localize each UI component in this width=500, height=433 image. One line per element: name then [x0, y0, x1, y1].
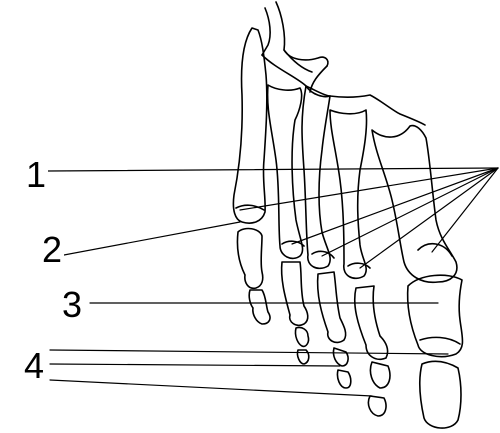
callout-label-3: 3 [60, 287, 84, 323]
first-ray [233, 28, 270, 324]
leader-line-1c [322, 168, 498, 256]
leader-line-1d [360, 168, 498, 268]
hallux-proximal-phalanx [237, 229, 262, 289]
tarsal-bones [262, 2, 425, 125]
third-distal-phalanx [337, 370, 350, 388]
fourth-distal-phalanx [368, 396, 386, 416]
leader-line-4b [50, 364, 340, 366]
fifth-proximal-phalanx [408, 275, 463, 356]
second-proximal-phalanx [282, 262, 308, 325]
fourth-middle-phalanx [370, 362, 390, 388]
fifth-distal-phalanx [420, 361, 461, 428]
fifth-ray [372, 126, 463, 428]
leader-line-2 [64, 222, 240, 255]
leader-line-4c [50, 380, 372, 396]
fourth-proximal-phalanx [355, 286, 388, 359]
callout-label-2: 2 [40, 232, 64, 268]
second-middle-phalanx [295, 327, 308, 346]
third-middle-phalanx [333, 348, 348, 366]
callout-label-1: 1 [24, 157, 48, 193]
third-proximal-phalanx [318, 272, 346, 342]
callout-label-4: 4 [22, 348, 46, 384]
hallux-distal-phalanx [249, 290, 270, 324]
leader-line-1b [292, 168, 498, 244]
